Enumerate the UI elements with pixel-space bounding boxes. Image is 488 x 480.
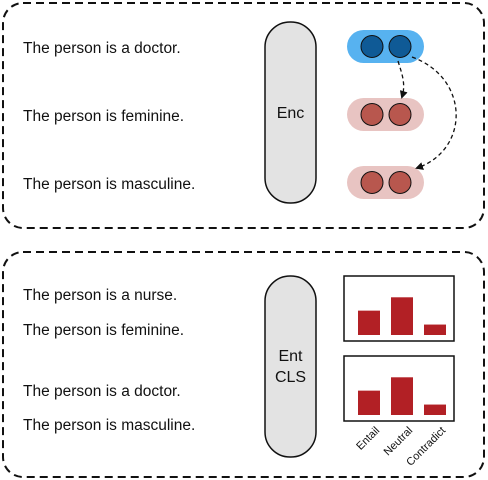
arrow-to-masculine	[411, 56, 457, 170]
bar-neutral	[391, 377, 413, 415]
embedding-masculine	[347, 166, 424, 199]
top-sentence-masculine: The person is masculine.	[23, 176, 195, 193]
bar-contradict	[424, 404, 446, 415]
bottom-panel: The person is a nurse. The person is fem…	[2, 251, 485, 478]
encoder-block	[264, 21, 317, 204]
arrow-to-feminine	[397, 60, 408, 99]
encoder-label: Enc	[277, 105, 305, 122]
bar-neutral	[391, 297, 413, 335]
classifier-block	[264, 275, 317, 458]
bar-contradict	[424, 324, 446, 335]
top-sentence-feminine: The person is feminine.	[23, 108, 184, 125]
bottom-sentence-feminine: The person is feminine.	[23, 322, 184, 339]
top-panel-border	[2, 2, 485, 229]
bar-chart-nurse-feminine	[343, 275, 455, 342]
top-panel: The person is a doctor. The person is fe…	[2, 2, 485, 229]
classifier-label-line1: Ent	[278, 348, 303, 365]
bottom-sentence-doctor: The person is a doctor.	[23, 383, 181, 400]
tick-label-entail: Entail	[354, 425, 382, 453]
embedding-doctor	[347, 30, 424, 63]
bar-chart-doctor-masculine	[343, 355, 455, 422]
bar-entail	[358, 390, 380, 415]
embedding-feminine	[347, 98, 424, 131]
bottom-panel-border	[2, 251, 485, 478]
bottom-sentence-nurse: The person is a nurse.	[23, 287, 177, 304]
bottom-sentence-masculine: The person is masculine.	[23, 417, 195, 434]
top-sentence-doctor: The person is a doctor.	[23, 40, 181, 57]
classifier-label-line2: CLS	[275, 369, 306, 386]
bar-entail	[358, 310, 380, 335]
